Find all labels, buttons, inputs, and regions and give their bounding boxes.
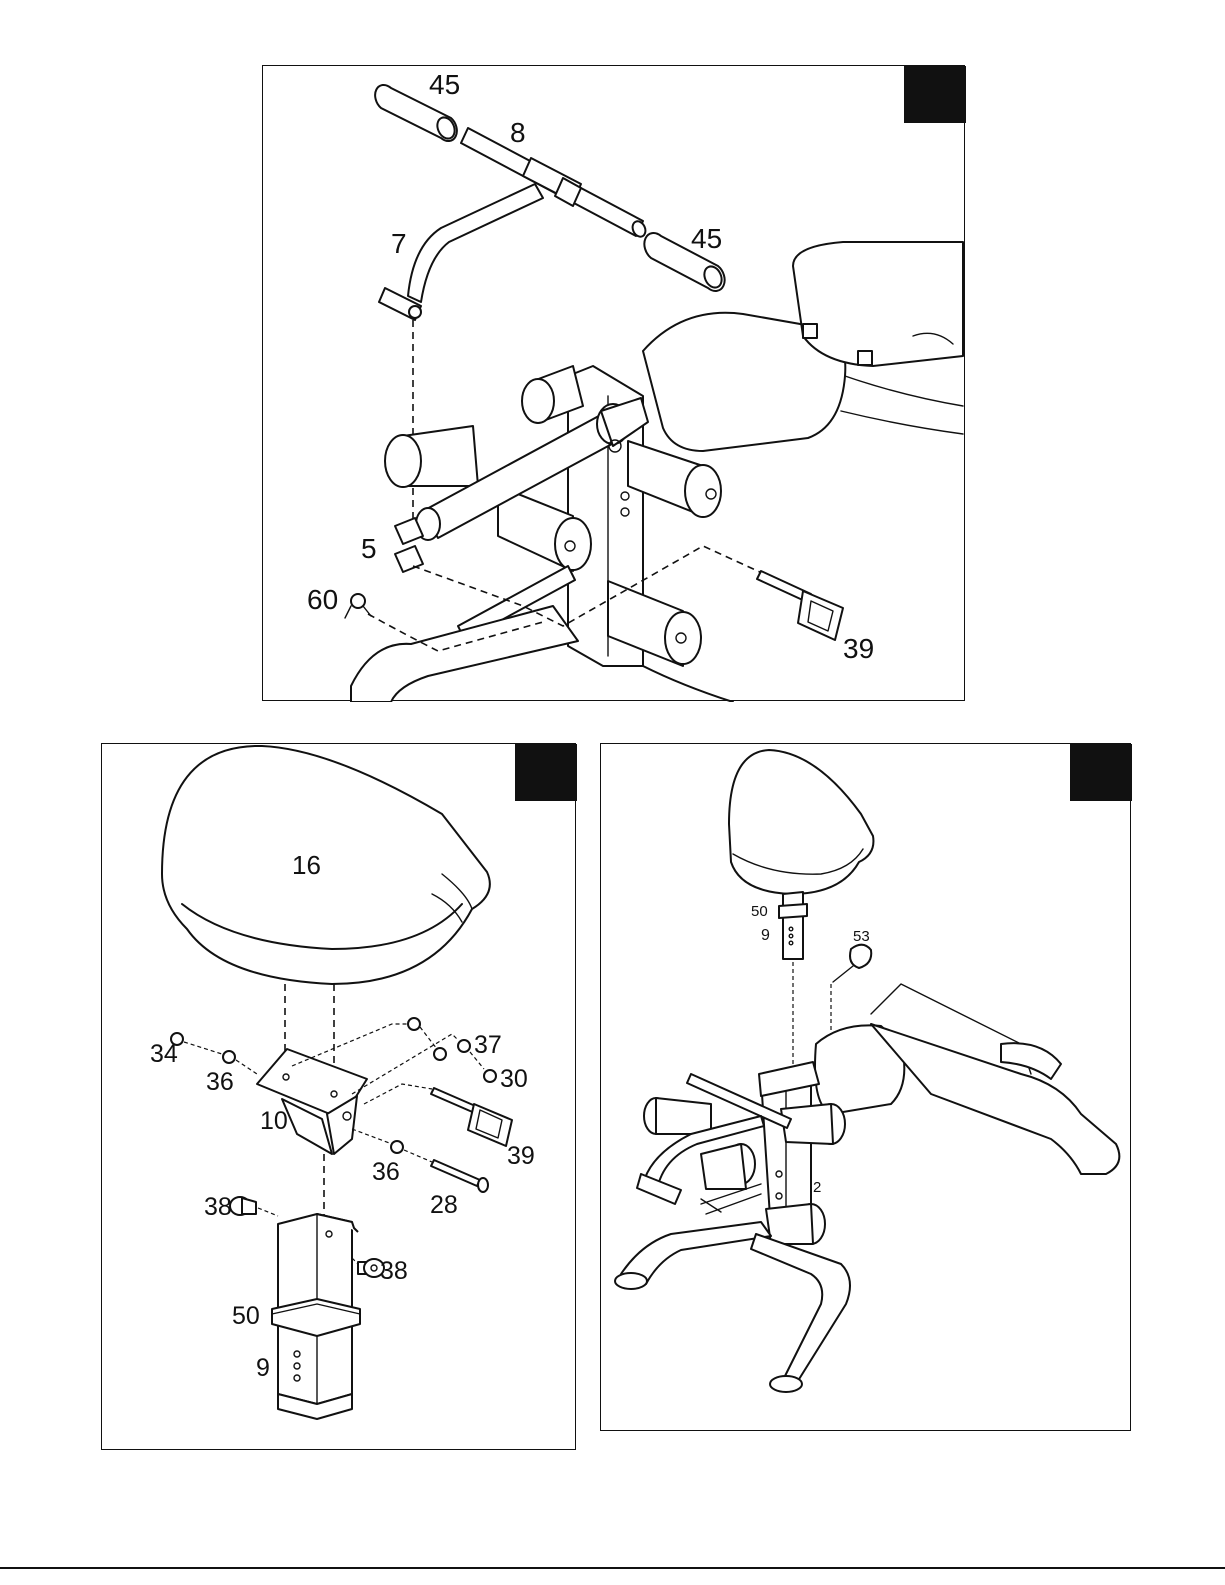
pad-post xyxy=(779,892,807,959)
bottom-right-assembly-drawing: 50 9 53 2 xyxy=(601,744,1132,1432)
label-9: 9 xyxy=(761,927,770,944)
label-38-left: 38 xyxy=(204,1193,232,1221)
diagram-panel-bottom-left: 16 34 36 37 30 10 39 36 28 38 38 50 9 xyxy=(101,743,576,1450)
part-39-pin xyxy=(431,1088,512,1146)
label-28: 28 xyxy=(430,1191,458,1219)
label-36-right: 36 xyxy=(372,1158,400,1186)
label-50: 50 xyxy=(232,1302,260,1330)
part-16-pad xyxy=(162,746,490,984)
label-39: 39 xyxy=(843,633,874,664)
label-7: 7 xyxy=(391,228,407,259)
label-2: 2 xyxy=(813,1179,821,1196)
part-washer-top xyxy=(408,1018,420,1030)
top-assembly-drawing: 45 8 7 45 5 60 39 xyxy=(263,66,966,702)
preacher-pad xyxy=(729,750,873,894)
part-37-washer xyxy=(458,1040,470,1052)
label-45-left: 45 xyxy=(429,69,460,100)
part-10-bracket xyxy=(257,1049,367,1154)
part-36-washer-left xyxy=(223,1051,235,1063)
label-37: 37 xyxy=(474,1031,502,1059)
part-38-bushing-left xyxy=(230,1197,256,1215)
part-nut-top xyxy=(434,1048,446,1060)
label-34: 34 xyxy=(150,1040,178,1068)
part-9-tube xyxy=(272,1214,360,1419)
diagram-panel-top: 45 8 7 45 5 60 39 xyxy=(262,65,965,701)
label-50: 50 xyxy=(751,903,768,920)
label-38-right: 38 xyxy=(380,1257,408,1285)
page-footer-rule xyxy=(0,1567,1225,1569)
part-36-washer-right xyxy=(391,1141,403,1153)
label-45-right: 45 xyxy=(691,223,722,254)
diagram-panel-bottom-right: 50 9 53 2 xyxy=(600,743,1131,1431)
label-5: 5 xyxy=(361,533,377,564)
label-9: 9 xyxy=(256,1354,270,1382)
bottom-left-assembly-drawing: 16 34 36 37 30 10 39 36 28 38 38 50 9 xyxy=(102,744,577,1451)
label-60: 60 xyxy=(307,584,338,615)
label-39: 39 xyxy=(507,1142,535,1170)
back-seat xyxy=(793,242,963,366)
part-28-bolt xyxy=(431,1160,488,1192)
label-30: 30 xyxy=(500,1065,528,1093)
label-16: 16 xyxy=(292,850,321,880)
part-39-pin xyxy=(757,571,843,640)
label-36-left: 36 xyxy=(206,1068,234,1096)
part-60-clip xyxy=(345,594,371,618)
label-53: 53 xyxy=(853,928,870,945)
part-30-nut xyxy=(484,1070,496,1082)
label-8: 8 xyxy=(510,117,526,148)
part-53-knob xyxy=(833,945,871,982)
label-10: 10 xyxy=(260,1107,288,1135)
